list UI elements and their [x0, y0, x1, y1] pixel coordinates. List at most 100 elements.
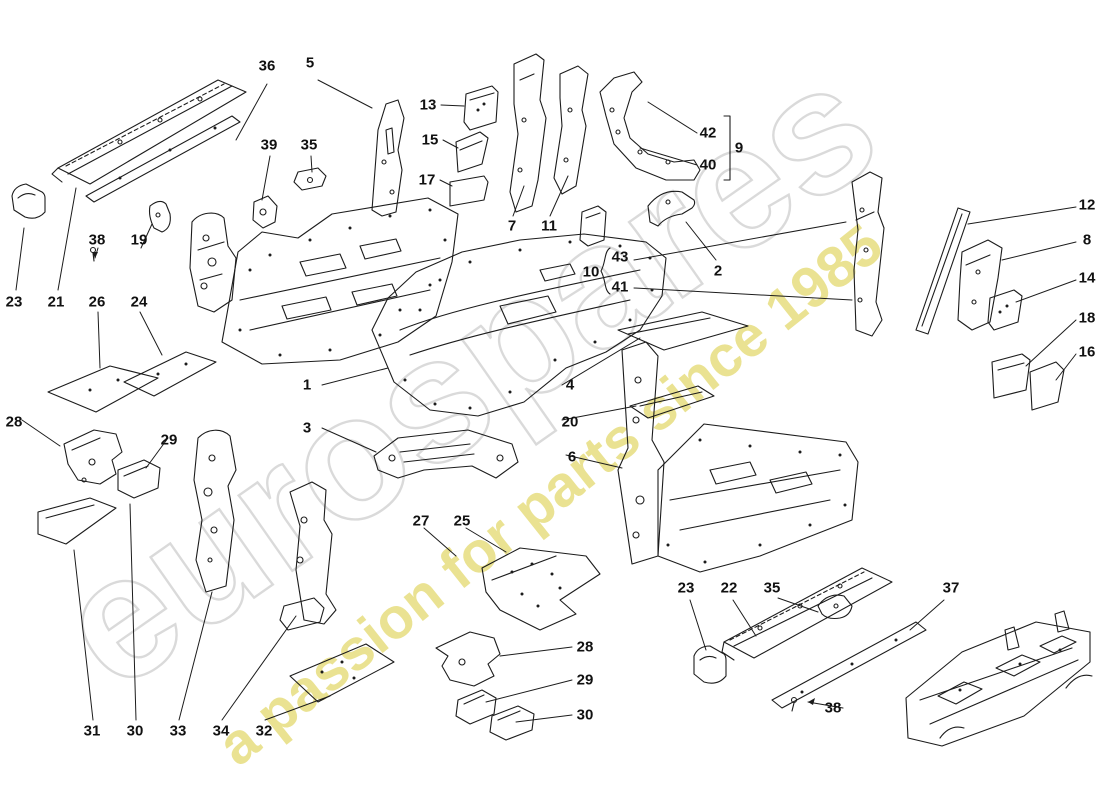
- part-bracket-28b: [435, 631, 501, 687]
- part-strip-12: [915, 207, 971, 335]
- part-strip-37: [771, 621, 927, 709]
- part-end-cap-23b: [693, 645, 727, 684]
- part-label-34: 34: [212, 722, 230, 740]
- part-label-23: 23: [5, 293, 23, 311]
- part-chassis-overview: [905, 610, 1093, 747]
- part-bpillar-left: [189, 212, 237, 313]
- part-floor-pan-left: [221, 197, 459, 365]
- part-sill-rail-21: [51, 79, 247, 185]
- part-pillar-right-43-41: [851, 171, 885, 337]
- part-hook-bracket-35b: [817, 594, 853, 620]
- part-bracket-2: [647, 190, 696, 227]
- part-panel-11: [553, 65, 589, 195]
- part-plate-18: [991, 353, 1031, 399]
- part-bracket-29a-30: [117, 459, 161, 499]
- part-plate-16: [1029, 361, 1065, 411]
- part-box-30b: [489, 705, 535, 741]
- part-label-25: 25: [453, 512, 471, 530]
- part-bolt-38b: [790, 696, 798, 712]
- part-central-tunnel-1: [371, 233, 667, 417]
- part-label-40: 40: [699, 156, 717, 174]
- part-label-30: 30: [576, 706, 594, 724]
- part-label-1: 1: [302, 376, 312, 394]
- part-label-22: 22: [720, 579, 738, 597]
- part-bracket-19: [148, 200, 171, 233]
- part-label-35: 35: [763, 579, 781, 597]
- leader-lines: [15, 79, 1077, 723]
- part-label-27: 27: [412, 512, 430, 530]
- part-label-42: 42: [699, 124, 717, 142]
- part-label-35: 35: [300, 136, 318, 154]
- part-label-14: 14: [1078, 269, 1096, 287]
- part-label-4: 4: [565, 376, 575, 394]
- part-mat-27-25: [481, 547, 601, 631]
- part-label-41: 41: [611, 278, 629, 296]
- part-crossmember-3: [373, 429, 519, 479]
- part-label-33: 33: [169, 722, 187, 740]
- part-sill-22: [721, 567, 893, 661]
- part-label-43: 43: [611, 248, 629, 266]
- part-floor-assembly-right-6: [617, 341, 859, 573]
- part-pillar-hoop-42-40: [599, 71, 701, 181]
- part-label-13: 13: [419, 96, 437, 114]
- part-box-29b: [455, 689, 497, 725]
- part-label-16: 16: [1078, 343, 1096, 361]
- part-block-upper: [579, 205, 607, 247]
- part-label-11: 11: [541, 217, 557, 235]
- part-label-5: 5: [305, 54, 315, 72]
- part-plate-17: [449, 175, 489, 207]
- part-panel-4: [617, 311, 749, 351]
- part-panel-7: [509, 53, 547, 213]
- part-plate-15: [455, 131, 489, 173]
- part-label-15: 15: [421, 131, 439, 149]
- part-label-29: 29: [576, 671, 594, 689]
- part-apillar-5: [371, 99, 405, 217]
- part-label-24: 24: [130, 293, 148, 311]
- part-label-18: 18: [1078, 309, 1096, 327]
- group-bracket-10: [600, 247, 611, 295]
- part-plate-31: [37, 497, 117, 545]
- part-bracket-28a: [63, 429, 123, 485]
- part-pillar-34: [279, 481, 337, 631]
- part-label-10: 10: [582, 263, 600, 281]
- part-label-7: 7: [507, 217, 517, 235]
- part-label-29: 29: [160, 431, 178, 449]
- part-label-37: 37: [942, 579, 960, 597]
- group-bracket-9: [723, 115, 731, 181]
- part-label-31: 31: [83, 722, 101, 740]
- part-sill-strip-36: [85, 115, 241, 203]
- part-bracket-39: [252, 195, 278, 229]
- part-plate-14: [987, 289, 1023, 331]
- part-label-8: 8: [1082, 231, 1092, 249]
- part-bracket-35a: [293, 167, 327, 191]
- part-label-12: 12: [1078, 196, 1096, 214]
- part-panel-26: [47, 365, 159, 413]
- part-label-36: 36: [258, 57, 276, 75]
- part-label-32: 32: [255, 722, 273, 740]
- part-label-28: 28: [5, 413, 23, 431]
- part-label-39: 39: [260, 136, 278, 154]
- part-mat-32: [289, 643, 395, 703]
- part-label-20: 20: [561, 413, 579, 431]
- part-label-2: 2: [713, 262, 723, 280]
- part-label-23: 23: [677, 579, 695, 597]
- part-label-30: 30: [126, 722, 144, 740]
- part-label-9: 9: [734, 139, 744, 157]
- part-label-3: 3: [302, 419, 312, 437]
- part-label-26: 26: [88, 293, 106, 311]
- part-label-38: 38: [88, 231, 106, 249]
- part-pillar-8: [957, 239, 1003, 331]
- part-end-cap-left-23: [11, 183, 46, 219]
- part-label-38: 38: [824, 699, 842, 717]
- part-panel-24: [123, 351, 217, 397]
- part-label-28: 28: [576, 638, 594, 656]
- part-label-21: 21: [47, 293, 65, 311]
- part-label-6: 6: [567, 448, 577, 466]
- part-panel-20: [629, 385, 715, 419]
- part-label-17: 17: [418, 171, 436, 189]
- part-label-19: 19: [130, 231, 148, 249]
- part-pillar-33: [193, 429, 237, 593]
